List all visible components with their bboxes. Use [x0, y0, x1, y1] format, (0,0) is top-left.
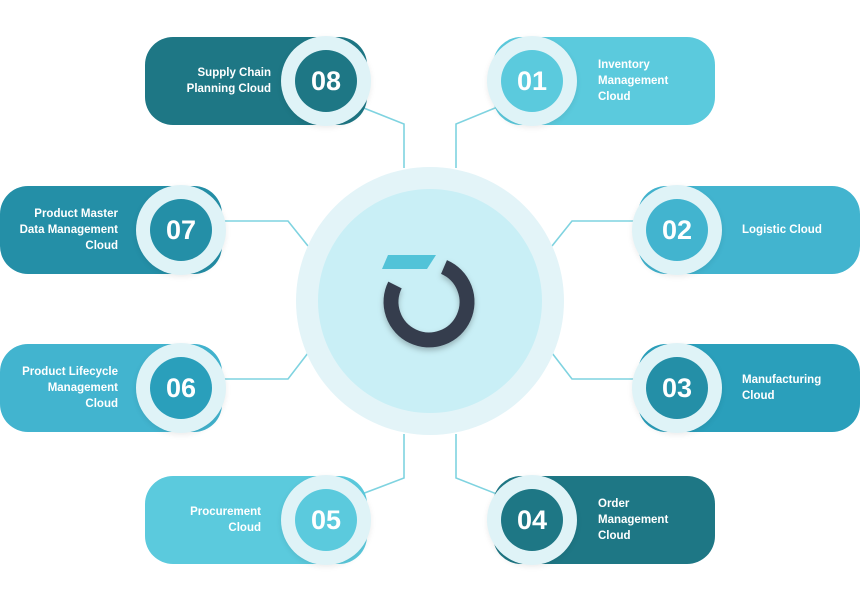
connector-06	[222, 352, 309, 380]
item-08-label: Supply Chain Planning Cloud	[186, 67, 271, 95]
connector-02	[551, 220, 636, 247]
connector-07	[222, 220, 309, 247]
hub-inner-circle	[318, 189, 542, 413]
item-07-label: Product Master Data Management Cloud	[19, 208, 118, 252]
item-03-number-badge: 03	[632, 343, 722, 433]
connector-08	[345, 100, 405, 168]
item-02-number: 02	[646, 199, 708, 261]
item-04-number: 04	[501, 489, 563, 551]
item-07-number: 07	[150, 199, 212, 261]
item-05-number-badge: 05	[281, 475, 371, 565]
item-06-label: Product Lifecycle Management Cloud	[22, 366, 118, 410]
circular-logo-icon	[382, 255, 475, 348]
item-01-number: 01	[501, 50, 563, 112]
item-04-number-badge: 04	[487, 475, 577, 565]
item-05-label: Procurement Cloud	[190, 506, 261, 534]
item-08-number: 08	[295, 50, 357, 112]
item-04-label: Order Management Cloud	[598, 498, 669, 542]
connector-03	[551, 352, 636, 380]
item-02-label: Logistic Cloud	[742, 224, 822, 236]
connector-05	[345, 434, 405, 501]
item-05-number: 05	[295, 489, 357, 551]
item-06-number-badge: 06	[136, 343, 226, 433]
item-07-number-badge: 07	[136, 185, 226, 275]
item-02-number-badge: 02	[632, 185, 722, 275]
connector-04	[455, 434, 513, 501]
item-01-number-badge: 01	[487, 36, 577, 126]
item-01-label: Inventory Management Cloud	[598, 59, 669, 103]
item-03-label: Manufacturing Cloud	[742, 374, 822, 402]
connector-01	[455, 100, 513, 168]
item-03-number: 03	[646, 357, 708, 419]
item-06-number: 06	[150, 357, 212, 419]
item-08-number-badge: 08	[281, 36, 371, 126]
